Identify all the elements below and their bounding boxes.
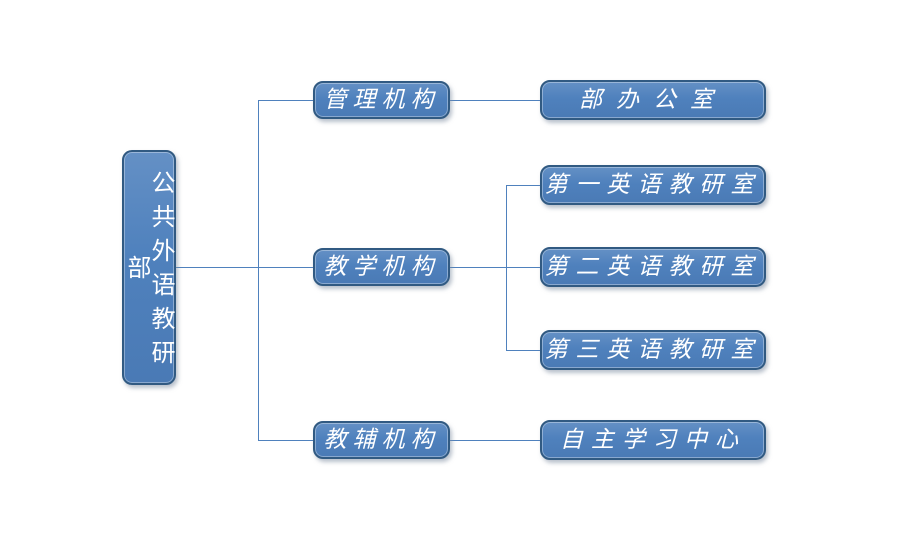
- node-department-office: 部办公室: [540, 80, 766, 120]
- node-english-office-1: 第一英语教研室: [540, 165, 766, 205]
- connector-trunk-teaching: [506, 185, 507, 351]
- connector-branch-auxiliary: [258, 440, 313, 441]
- connector-branch-management: [258, 100, 313, 101]
- node-teaching: 教学机构: [313, 248, 450, 286]
- connector-trunk-level2: [258, 100, 259, 441]
- connector-management-to-office: [450, 100, 540, 101]
- node-self-learning-center: 自主学习中心: [540, 420, 766, 460]
- node-english-office-3: 第三英语教研室: [540, 330, 766, 370]
- connector-branch-english1: [506, 185, 540, 186]
- node-management: 管理机构: [313, 81, 450, 119]
- connector-auxiliary-to-center: [450, 440, 540, 441]
- node-auxiliary: 教辅机构: [313, 421, 450, 459]
- connector-teaching-to-english2: [450, 267, 540, 268]
- node-english-office-2: 第二英语教研室: [540, 247, 766, 287]
- connector-branch-english3: [506, 350, 540, 351]
- connector-root-to-teaching: [176, 267, 313, 268]
- node-root-department: 公共外语教研部: [122, 150, 176, 385]
